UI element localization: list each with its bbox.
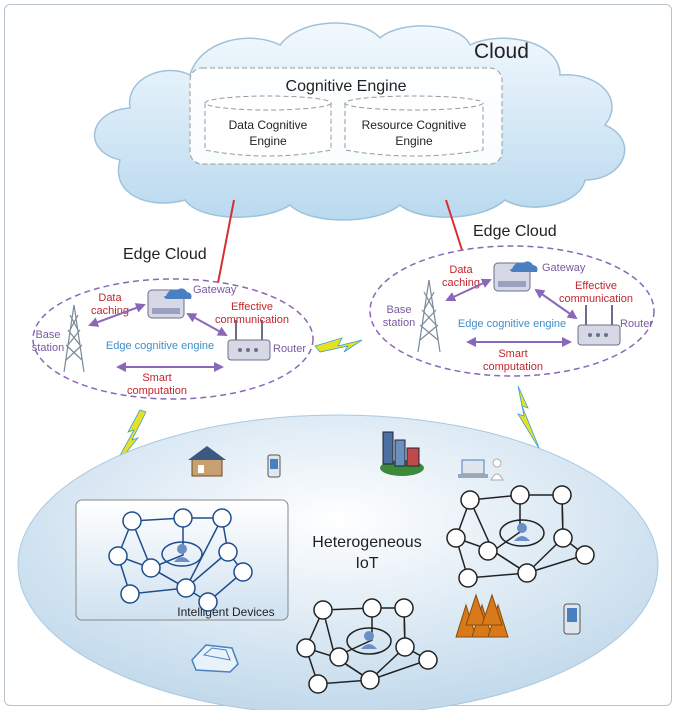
phone-node-icon: [212, 508, 232, 528]
house-node-icon: [141, 558, 161, 578]
edge-cognitive-engine-label: Edge cognitive engine: [458, 318, 566, 330]
effective-communication-line1: Effective: [231, 301, 273, 313]
smart-computation-line2: computation: [483, 361, 543, 373]
device-nodes-bottom: [296, 598, 438, 694]
user-hub-icon: [361, 631, 377, 649]
resource-cognitive-engine-cylinder: Resource Cognitive Engine: [344, 95, 484, 157]
user-hub-icon: [514, 523, 530, 541]
factory-node-icon: [233, 562, 253, 582]
edge-cloud-left-boundary: [32, 278, 314, 400]
device-nodes-left: [108, 508, 253, 612]
base-station-line2: station: [32, 342, 64, 354]
edge-cloud-right: Edge Cloud Base station Gateway Router D…: [369, 223, 655, 377]
data-cognitive-engine-line2: Engine: [249, 134, 287, 148]
device-network-left: [117, 517, 245, 603]
edge-cloud-left: Edge Cloud Base station Gateway Router D…: [32, 246, 314, 400]
computer-node-icon: [313, 600, 333, 620]
base-station-tower-icon: [417, 279, 441, 353]
computer-node-icon: [460, 490, 480, 510]
effective-communication-line2: communication: [559, 293, 633, 305]
arrow-gateway-router: [534, 288, 578, 320]
city-buildings-icon: [380, 431, 424, 476]
cognitive-engine-title: Cognitive Engine: [286, 78, 407, 95]
data-caching-line2: caching: [91, 305, 129, 317]
base-station-line1: Base: [35, 329, 60, 341]
cloud: Cloud Cognitive Engine Data Cognitive En…: [93, 22, 626, 221]
vacuum-node-icon: [458, 568, 478, 588]
handheld-device-icon: [563, 603, 581, 635]
gateway-icon: [493, 261, 538, 292]
user-hub-icon: [174, 544, 190, 562]
tv-node-icon: [517, 563, 537, 583]
camera-node-icon: [296, 638, 316, 658]
gateway-label: Gateway: [193, 284, 237, 296]
lock-node-icon: [218, 542, 238, 562]
resource-cognitive-engine-line1: Resource Cognitive: [362, 118, 467, 132]
data-caching-line1: Data: [449, 264, 473, 276]
data-caching-line1: Data: [98, 292, 122, 304]
effective-communication-line2: communication: [215, 314, 289, 326]
fridge-node-icon: [478, 541, 498, 561]
camera-node-icon: [108, 546, 128, 566]
gateway-label: Gateway: [542, 262, 586, 274]
house-icon: [188, 446, 226, 477]
washer-node-icon: [394, 598, 414, 618]
lock-node-icon: [395, 637, 415, 657]
car-icon: [191, 644, 239, 673]
mobile-node-icon: [120, 584, 140, 604]
iot-title-line1: Heterogeneous: [312, 534, 421, 551]
edge-cloud-right-boundary: [369, 245, 655, 377]
arrow-tower-gateway: [88, 303, 146, 327]
gateway-icon: [147, 288, 192, 319]
washer-node-icon: [552, 485, 572, 505]
factory-node-icon: [575, 545, 595, 565]
resource-cognitive-engine-line2: Engine: [395, 134, 433, 148]
laptop-user-icon: [458, 458, 504, 481]
data-cognitive-engine-line1: Data Cognitive: [229, 118, 308, 132]
power-towers-icon: [455, 593, 509, 638]
base-station-line2: station: [383, 317, 415, 329]
monitor-node-icon: [176, 578, 196, 598]
vacuum-node-icon: [308, 674, 328, 694]
cloud-link-left: [217, 199, 235, 284]
fridge-node-icon: [329, 647, 349, 667]
arrow-gateway-router: [186, 313, 228, 336]
car-node-icon: [362, 598, 382, 618]
lock-node-icon: [553, 528, 573, 548]
tv-node-icon: [360, 670, 380, 690]
data-cognitive-engine-cylinder: Data Cognitive Engine: [204, 95, 332, 157]
device-node-icon: [198, 592, 218, 612]
base-station-line1: Base: [386, 304, 411, 316]
edge-cognitive-engine-label: Edge cognitive engine: [106, 340, 214, 352]
router-node-icon: [173, 508, 193, 528]
smart-computation-line2: computation: [127, 385, 187, 397]
car-node-icon: [510, 485, 530, 505]
effective-communication-line1: Effective: [575, 280, 617, 292]
router-label: Router: [620, 318, 653, 330]
smart-computation-line1: Smart: [142, 372, 171, 384]
smart-computation-line1: Smart: [498, 348, 527, 360]
cloud-title: Cloud: [474, 40, 529, 63]
edge-cloud-left-title: Edge Cloud: [123, 246, 207, 263]
edge-cloud-right-title: Edge Cloud: [473, 223, 557, 240]
factory-node-icon: [418, 650, 438, 670]
cloud-link-right: [445, 199, 463, 251]
mobile-phone-icon: [267, 454, 281, 478]
router-icon: [577, 305, 621, 346]
base-station-tower-icon: [63, 304, 85, 373]
router-icon: [227, 320, 271, 361]
device-nodes-right: [446, 485, 595, 588]
arrow-tower-gateway: [445, 278, 492, 302]
iot-title-line2: IoT: [355, 555, 378, 572]
computer-node-icon: [122, 511, 142, 531]
camera-node-icon: [446, 528, 466, 548]
router-label: Router: [273, 343, 306, 355]
intelligent-devices-label: Intelligent Devices: [177, 605, 274, 619]
